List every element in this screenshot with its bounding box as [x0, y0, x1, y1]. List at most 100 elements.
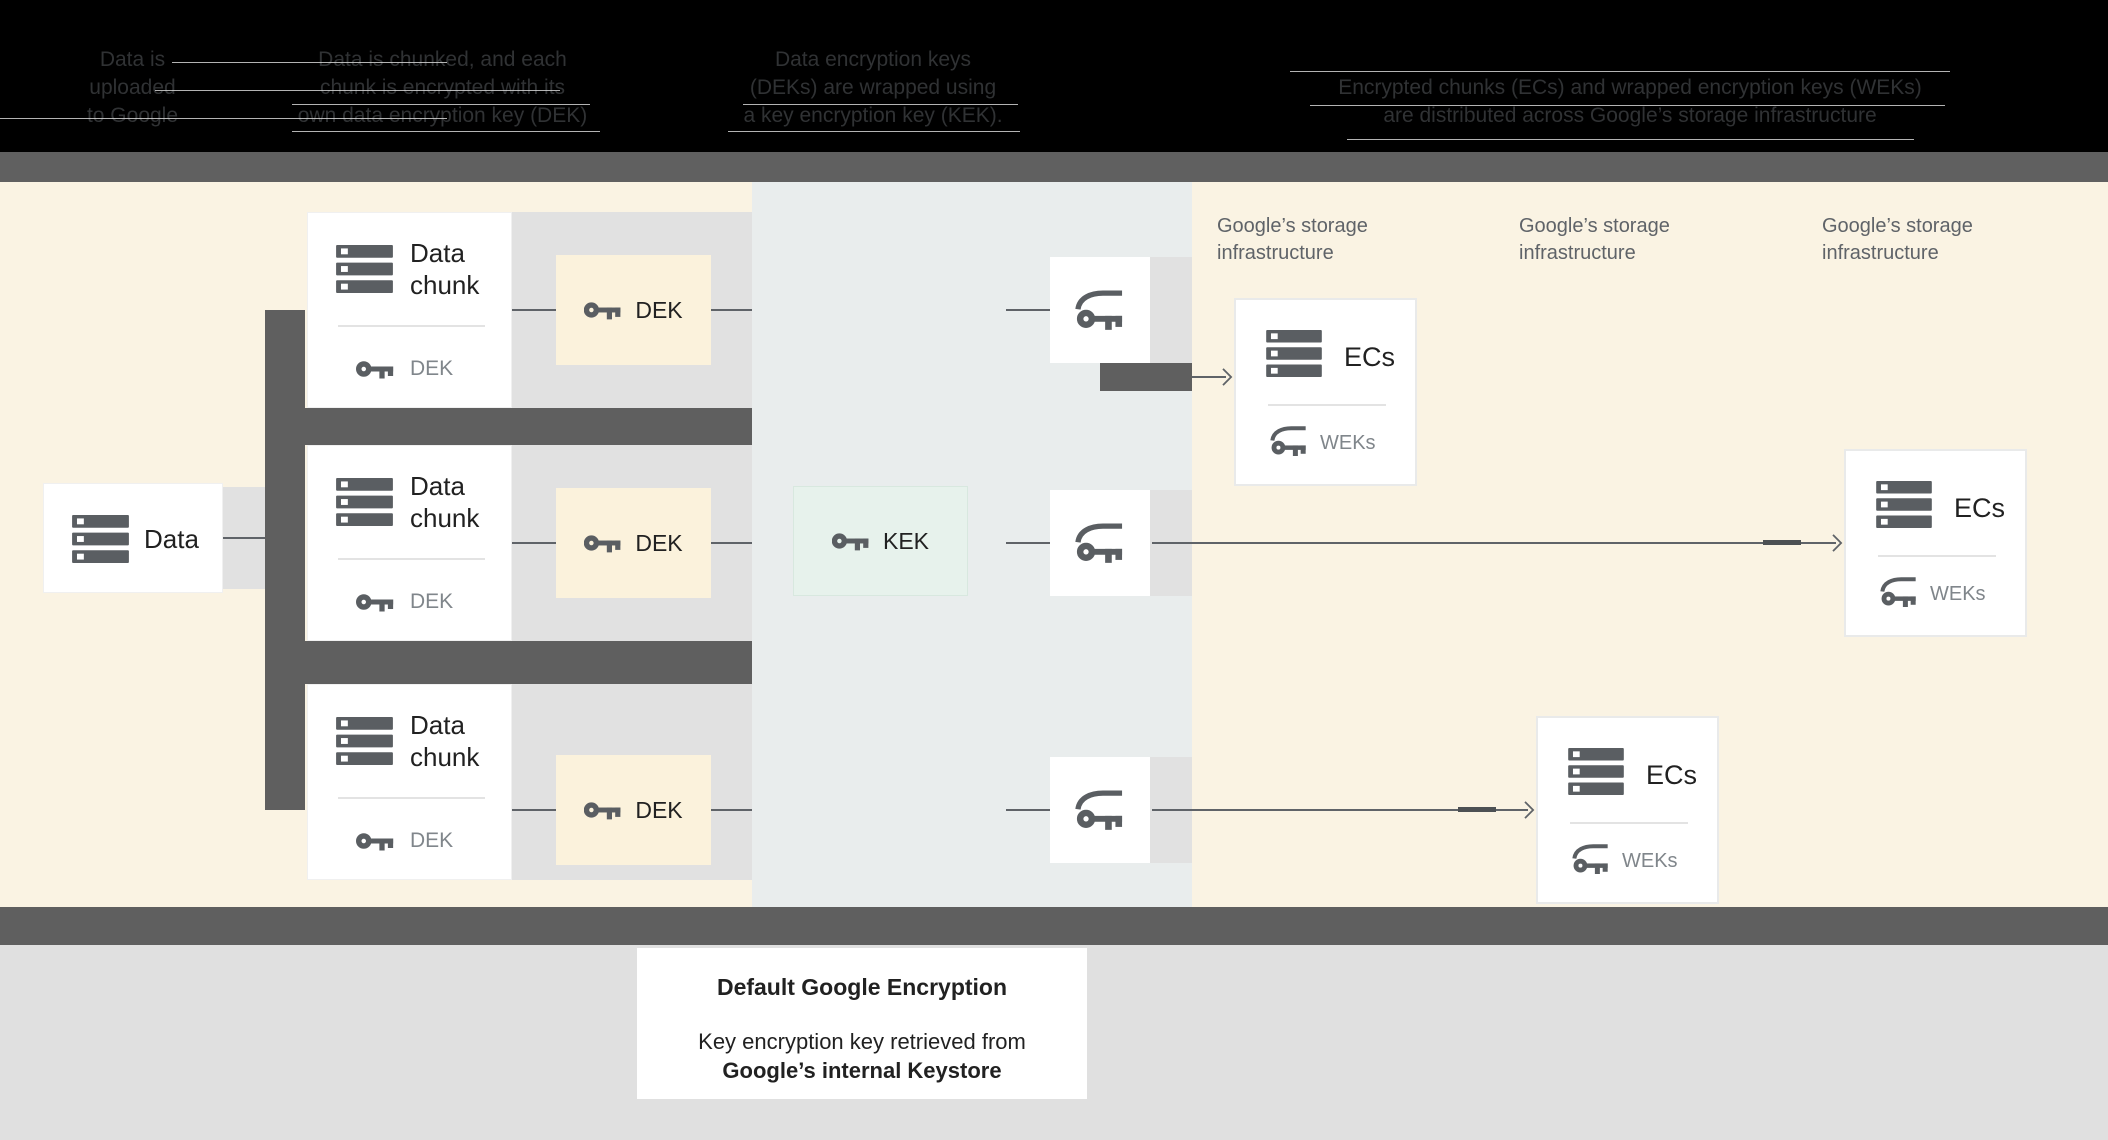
ecs-divider [1268, 404, 1386, 406]
database-icon [336, 717, 393, 765]
ecs-divider [1878, 555, 1996, 557]
header-rule [1347, 139, 1914, 140]
connector-chunk1-to-dek [512, 309, 556, 311]
ecs-title: ECs [1646, 760, 1698, 790]
key-icon [584, 300, 621, 320]
connector-chunk3-to-dek [512, 809, 556, 811]
header-rule [172, 62, 447, 63]
header-rule [292, 131, 600, 132]
connector-dek2-out [711, 542, 752, 544]
kek-chip: KEK [793, 486, 968, 596]
ecs-title: ECs [1954, 493, 2006, 523]
database-icon [1266, 330, 1322, 377]
header-rule [743, 104, 1018, 105]
bottom-strip: Default Google Encryption Key encryption… [0, 945, 2108, 1140]
step-2-caption: Data is chunked, and each chunk is encry… [297, 48, 588, 127]
data-box: Data [43, 483, 223, 593]
caption-title: Default Google Encryption [716, 974, 1008, 1000]
header-rule [728, 131, 1020, 132]
arrow-line-2 [1152, 542, 1836, 544]
database-icon [1876, 481, 1932, 528]
chunk-divider [338, 797, 485, 799]
arrow-line-3 [1152, 809, 1528, 811]
wrapped-key-box-3 [1050, 757, 1150, 863]
key-icon [832, 531, 869, 551]
header-rule [155, 90, 560, 91]
wrapped-key-icon [1572, 844, 1610, 874]
kek-chip-label: KEK [882, 527, 930, 554]
stub-to-wrapped-key-1 [1006, 309, 1050, 311]
database-icon [72, 515, 129, 563]
ecs-card-2: ECs WEKs [1844, 449, 2027, 637]
connector-chunk2-to-dek [512, 542, 556, 544]
arrow-right-icon [1832, 534, 1843, 552]
ecs-weks-label: WEKs [1622, 850, 1678, 872]
dek-chip-label: DEK [635, 796, 683, 823]
pipe-bar-upper [265, 408, 752, 445]
wrapped-key-icon [1880, 577, 1918, 607]
header-rule [1310, 105, 1945, 106]
dek-chip-label: DEK [635, 296, 683, 323]
ecs-title: ECs [1344, 342, 1396, 372]
database-icon [1568, 748, 1624, 795]
caption-box: Default Google Encryption Key encryption… [637, 948, 1087, 1099]
pipe-wrapped-key-1 [1100, 363, 1192, 391]
chunk-dek-label: DEK [410, 829, 454, 852]
step-3-caption: Data encryption keys (DEKs) are wrapped … [743, 48, 1003, 127]
database-icon [336, 478, 393, 526]
ecs-card-3: ECs WEKs [1536, 716, 1719, 904]
step-1-caption: Data is uploaded to Google [86, 48, 179, 127]
arrow-right-icon [1524, 801, 1535, 819]
arrow-right-icon [1222, 368, 1233, 386]
connector-dek3-out [711, 809, 752, 811]
wrapped-key-icon [1075, 290, 1125, 330]
wrapped-key-icon [1075, 523, 1125, 563]
wrapped-key-icon [1075, 790, 1125, 830]
header-rule [0, 118, 447, 119]
data-box-label: Data [144, 524, 199, 554]
key-icon [356, 831, 394, 851]
connector-dek1-out [711, 309, 752, 311]
bottom-separator-bar [0, 907, 2108, 945]
step-4-caption: Encrypted chunks (ECs) and wrapped encry… [1338, 76, 1922, 127]
ecs-weks-label: WEKs [1320, 432, 1376, 454]
key-icon [356, 592, 394, 612]
arrow-line-1 [1192, 376, 1226, 378]
header-separator-bar [0, 152, 2108, 182]
chunk-divider [338, 325, 485, 327]
ecs-divider [1570, 822, 1688, 824]
chunk-dek-label: DEK [410, 357, 454, 380]
database-icon [336, 245, 393, 293]
caption-line-2: Google’s internal Keystore [722, 1058, 1002, 1083]
header-rule [1290, 71, 1950, 72]
dek-chip-label: DEK [635, 529, 683, 556]
pipe-bar-lower [265, 641, 752, 684]
dek-chip-2: DEK [556, 488, 711, 598]
dek-chip-3: DEK [556, 755, 711, 865]
wrapped-key-box-1 [1050, 257, 1150, 363]
header-rule [292, 104, 590, 105]
wrapped-key-icon [1270, 426, 1308, 456]
chunk-dek-label: DEK [410, 590, 454, 613]
key-icon [356, 359, 394, 379]
wrapped-key-band-1 [1150, 257, 1192, 363]
stub-to-wrapped-key-3 [1006, 809, 1050, 811]
header: Data is uploaded to Google Data is chunk… [0, 0, 2108, 152]
ecs-card-1: ECs WEKs [1234, 298, 1417, 486]
ecs-weks-label: WEKs [1930, 583, 1986, 605]
arrow-dash-3 [1458, 807, 1496, 812]
stub-to-wrapped-key-2 [1006, 542, 1050, 544]
arrow-dash-2 [1763, 540, 1801, 545]
pipe-trunk [265, 310, 305, 810]
connector-data-to-trunk [223, 537, 265, 539]
